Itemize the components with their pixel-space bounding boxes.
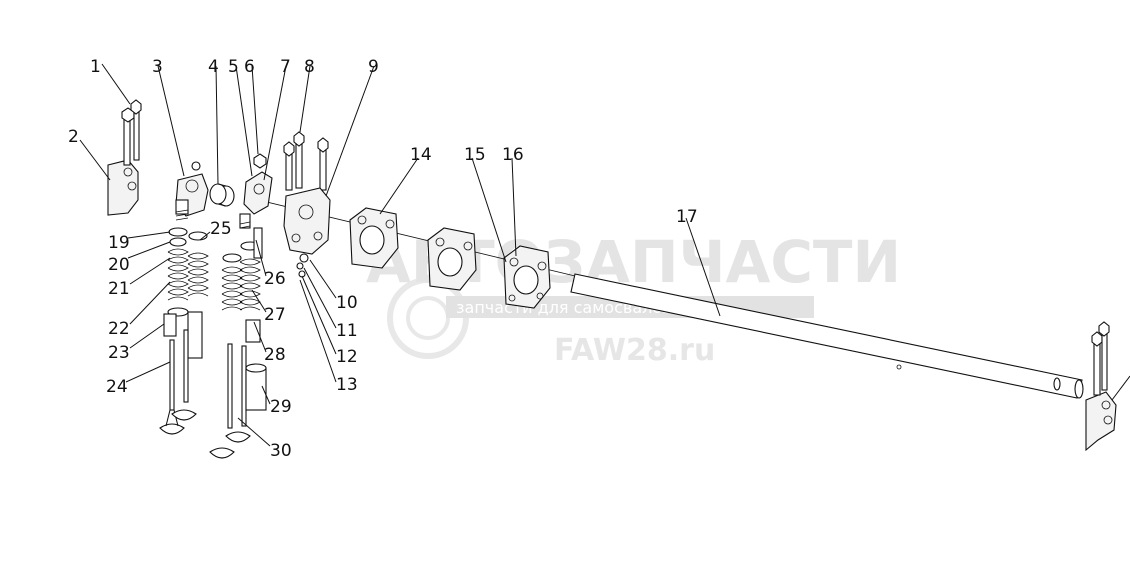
end-bracket-right xyxy=(1085,321,1117,452)
callout-19: 19 xyxy=(108,233,130,253)
callout-4: 4 xyxy=(208,57,219,77)
rocker-arm-middle xyxy=(239,153,273,229)
callout-16: 16 xyxy=(502,145,524,165)
spacer-ring xyxy=(209,183,235,207)
callout-23: 23 xyxy=(108,343,130,363)
callout-28: 28 xyxy=(264,345,286,365)
callout-30: 30 xyxy=(270,441,292,461)
callout-10: 10 xyxy=(336,293,358,313)
shaft-support-15 xyxy=(427,227,477,291)
callout-3: 3 xyxy=(152,57,163,77)
callout-26: 26 xyxy=(264,269,286,289)
callout-13: 13 xyxy=(336,375,358,395)
callout-14: 14 xyxy=(410,145,432,165)
callout-25: 25 xyxy=(210,219,232,239)
leader-lines xyxy=(79,63,1130,447)
callout-11: 11 xyxy=(336,321,358,341)
callout-29: 29 xyxy=(270,397,292,417)
valve-group-left xyxy=(159,227,209,435)
callout-5: 5 xyxy=(228,57,239,77)
shaft-support-14 xyxy=(349,207,399,269)
callout-7: 7 xyxy=(280,57,291,77)
callout-9: 9 xyxy=(368,57,379,77)
callout-2: 2 xyxy=(68,127,79,147)
rocker-arm-left xyxy=(175,161,209,221)
callout-8: 8 xyxy=(304,57,315,77)
end-bracket-left xyxy=(107,99,142,216)
callout-15: 15 xyxy=(464,145,486,165)
callout-12: 12 xyxy=(336,347,358,367)
callout-6: 6 xyxy=(244,57,255,77)
callout-21: 21 xyxy=(108,279,130,299)
callout-24: 24 xyxy=(106,377,128,397)
bracket-bolts-middle xyxy=(283,131,329,191)
rocker-support-bracket xyxy=(283,187,331,278)
callout-20: 20 xyxy=(108,255,130,275)
callout-22: 22 xyxy=(108,319,130,339)
shaft-support-16 xyxy=(503,245,551,309)
callout-1: 1 xyxy=(90,57,101,77)
callout-labels: 1 2 3 4 5 6 7 8 9 10 11 12 13 14 15 16 1… xyxy=(68,57,698,461)
valve-group-right xyxy=(209,227,267,459)
watermark-url: FAW28.ru xyxy=(554,333,715,368)
callout-27: 27 xyxy=(264,305,286,325)
callout-17: 17 xyxy=(676,207,698,227)
